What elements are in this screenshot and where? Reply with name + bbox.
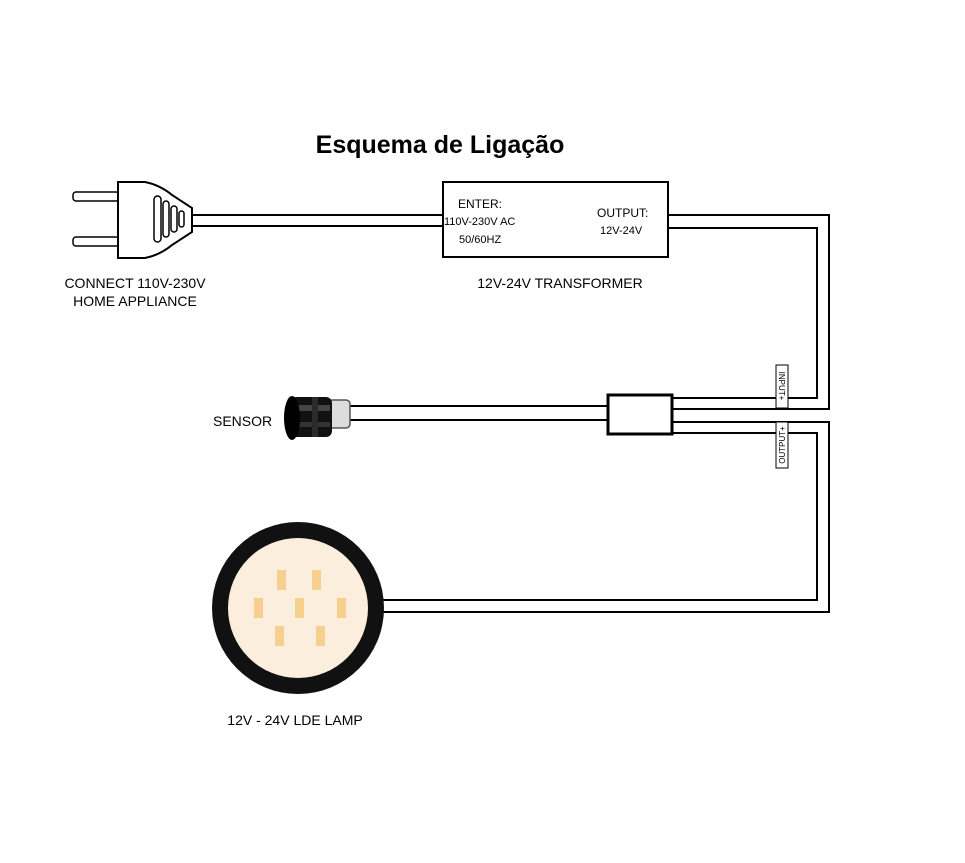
- lamp-icon: [212, 522, 384, 694]
- output-tag-text: OUTPUT+: [778, 426, 787, 464]
- lamp-led: [312, 570, 321, 590]
- transformer-output-cable: [668, 214, 830, 410]
- lamp-led: [254, 598, 263, 618]
- input-tag-text: INPUT+: [777, 372, 786, 401]
- diagram-title: Esquema de Ligação: [316, 131, 565, 159]
- lamp-label: 12V - 24V LDE LAMP: [227, 712, 362, 728]
- sensor-cable: [348, 405, 608, 421]
- transformer-box: [442, 181, 669, 258]
- input-tag: INPUT+: [775, 364, 789, 409]
- transformer-caption: 12V-24V TRANSFORMER: [477, 275, 642, 291]
- connector-box: [606, 393, 674, 436]
- lamp-led: [316, 626, 325, 646]
- lamp-led: [337, 598, 346, 618]
- lamp-led: [295, 598, 304, 618]
- transformer-enter-voltage: 110V-230V AC: [444, 216, 515, 228]
- transformer-enter-label: ENTER:: [458, 197, 502, 211]
- sensor-icon: [284, 396, 351, 440]
- plug-label-line1: CONNECT 110V-230V: [64, 275, 206, 291]
- mains-cable: [192, 214, 443, 227]
- plug-icon: [72, 181, 193, 259]
- lamp-led: [275, 626, 284, 646]
- lamp-cable: [383, 421, 830, 613]
- lamp-led: [277, 570, 286, 590]
- transformer-enter-freq: 50/60HZ: [459, 234, 501, 246]
- transformer-output-label: OUTPUT:: [597, 206, 648, 220]
- output-tag: OUTPUT+: [775, 421, 789, 469]
- sensor-label: SENSOR: [213, 413, 272, 429]
- transformer-output-voltage: 12V-24V: [600, 225, 643, 237]
- plug-label-line2: HOME APPLIANCE: [73, 293, 197, 309]
